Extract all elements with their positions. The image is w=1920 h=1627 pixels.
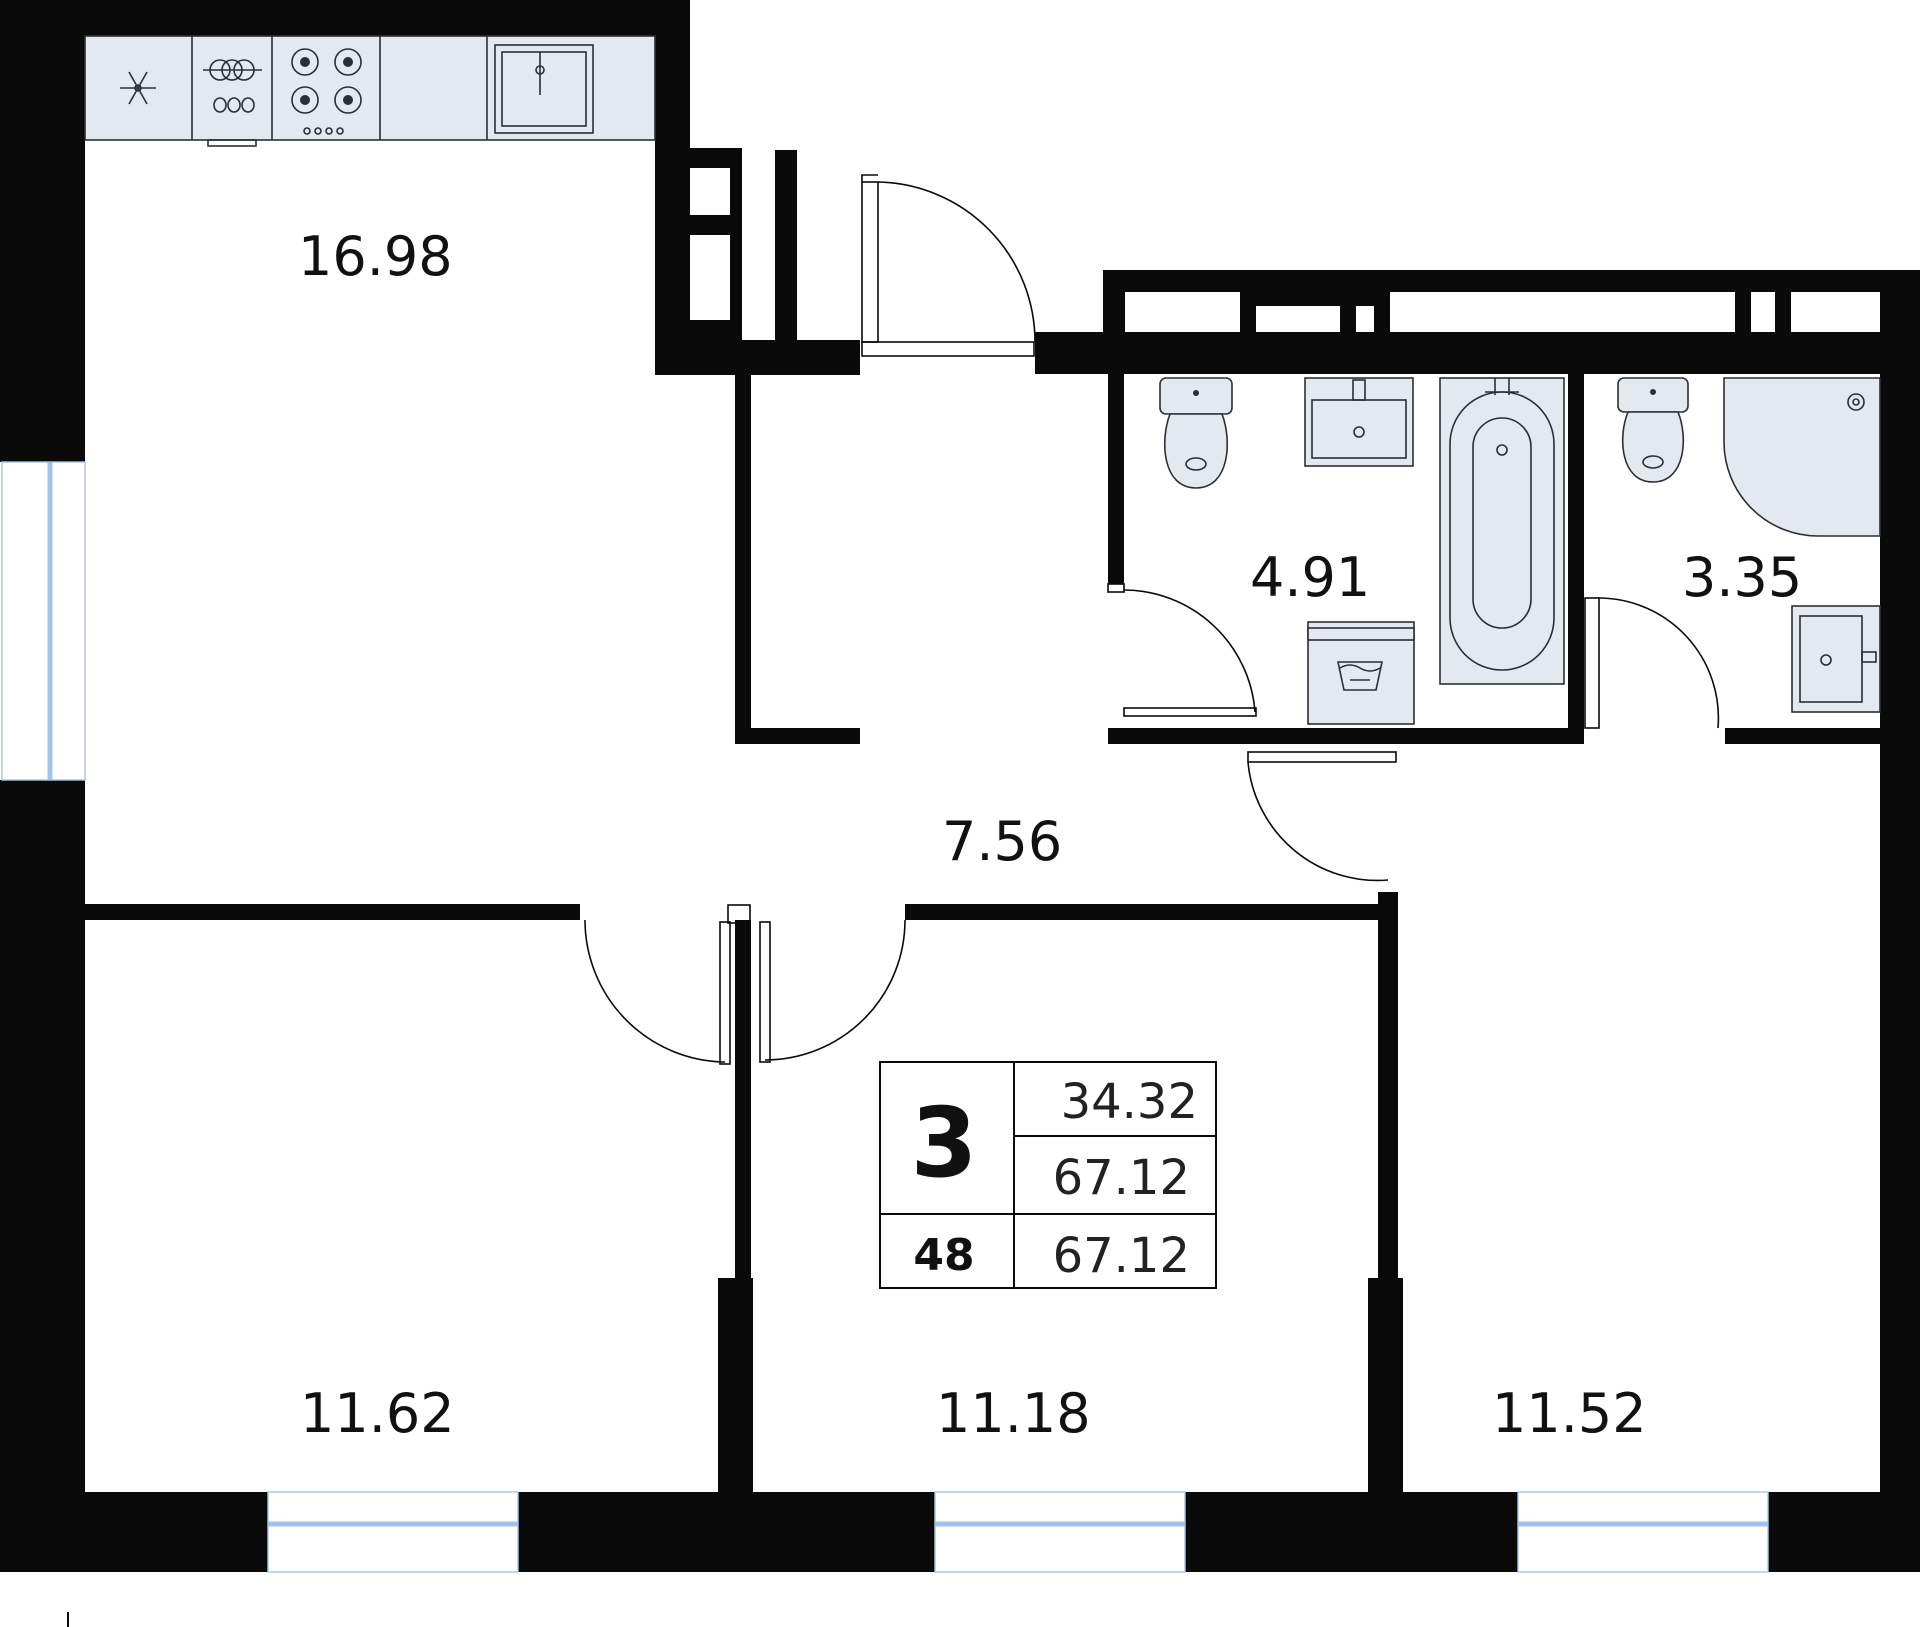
living-area: 34.32 — [1061, 1074, 1198, 1130]
washing-machine-icon — [1307, 621, 1415, 725]
bath-door-swing — [1123, 589, 1256, 713]
entry-door-swing — [877, 181, 1036, 343]
shaft-top — [690, 148, 742, 168]
shaft-c1 — [1735, 290, 1751, 332]
wc-door-leaf — [1584, 597, 1600, 729]
wall-wc-bottom — [1725, 728, 1885, 744]
shaft-c2 — [1775, 290, 1791, 332]
sink-icon — [1304, 377, 1414, 467]
washing-machine-icon — [203, 59, 262, 147]
bedroom-middle-door-swing — [764, 919, 906, 1061]
bathroom-fixtures — [1159, 377, 1565, 725]
wall-bath-wc — [1568, 374, 1584, 744]
kitchen-counter-body — [84, 35, 656, 141]
sink-icon — [1791, 605, 1881, 713]
wall-left-upper — [0, 0, 85, 462]
bath-door-leaf — [1123, 707, 1257, 717]
window-left — [1, 461, 86, 781]
total-area: 67.12 — [1053, 1150, 1190, 1206]
wall-top-kitchen — [0, 0, 690, 36]
area-hallway: 7.56 — [942, 810, 1062, 873]
wall-right-exterior — [1880, 270, 1920, 1572]
wc-fixtures — [1617, 377, 1881, 713]
shaft-b3 — [1340, 290, 1356, 332]
apartment-number: 48 — [913, 1230, 974, 1281]
area-bedroom-middle: 11.18 — [936, 1382, 1091, 1445]
wall-kitchen-bottom-step — [655, 340, 860, 375]
entry-threshold — [861, 341, 1035, 357]
area-wc: 3.35 — [1682, 546, 1802, 609]
shaft-mid — [690, 215, 742, 235]
wc-door-swing — [1597, 597, 1720, 729]
area-bathroom: 4.91 — [1250, 546, 1370, 609]
kitchen-counter — [84, 35, 656, 147]
bedroom-left-door-leaf — [719, 921, 731, 1065]
rooms-count: 3 — [911, 1087, 978, 1199]
cooktop-icon — [291, 48, 362, 135]
window-bedroom-right — [1517, 1491, 1769, 1573]
shaft-side — [730, 148, 742, 340]
bedroom-left-door-swing — [584, 919, 726, 1063]
snowflake-icon — [120, 71, 156, 105]
shower-icon — [1723, 377, 1881, 537]
room-labels: 16.98 7.56 4.91 3.35 11.62 11.18 11.52 — [298, 225, 1802, 1445]
wall-kitchen-right — [655, 0, 690, 375]
wall-top-bath — [1035, 332, 1920, 374]
toilet-icon — [1159, 377, 1233, 489]
wall-bath-bottom — [1108, 728, 1568, 744]
shaft-b4 — [1374, 290, 1390, 332]
wall-bath-left — [1108, 374, 1124, 584]
wall-entry-left — [775, 150, 797, 340]
wall-bedroom-left-top — [85, 904, 580, 920]
bedroom-middle-door-leaf — [759, 921, 771, 1063]
wall-hall-closet-bottom — [735, 728, 860, 744]
toilet-icon — [1617, 377, 1689, 483]
doors — [584, 174, 1720, 1065]
bedroom-right-door-swing — [1247, 761, 1389, 882]
bathtub-icon — [1439, 377, 1565, 685]
wall-bedroom-mid-top — [905, 904, 1380, 920]
wall-bedroom-divider — [735, 920, 751, 1280]
area-bedroom-left: 11.62 — [300, 1382, 455, 1445]
entry-door-leaf — [861, 181, 879, 343]
area-kitchen-living: 16.98 — [298, 225, 453, 288]
total-area-with-balcony: 67.12 — [1053, 1228, 1190, 1284]
shaft-bot — [690, 320, 742, 340]
sink-icon — [494, 44, 594, 134]
wall-left-lower — [0, 780, 85, 1572]
window-bedroom-middle — [934, 1491, 1186, 1573]
walls — [0, 0, 1920, 1572]
wall-hall-closet — [735, 374, 751, 744]
shaft-b2 — [1240, 290, 1390, 306]
wall-top-outer — [1103, 270, 1920, 292]
apartment-info-box: 3 48 34.32 67.12 67.12 — [879, 1061, 1217, 1289]
bedroom-right-door-leaf — [1247, 751, 1397, 763]
wall-bedroom-right-left — [1378, 892, 1398, 1282]
area-bedroom-right: 11.52 — [1492, 1382, 1647, 1445]
window-bedroom-left — [267, 1491, 519, 1573]
windows — [1, 461, 1769, 1573]
